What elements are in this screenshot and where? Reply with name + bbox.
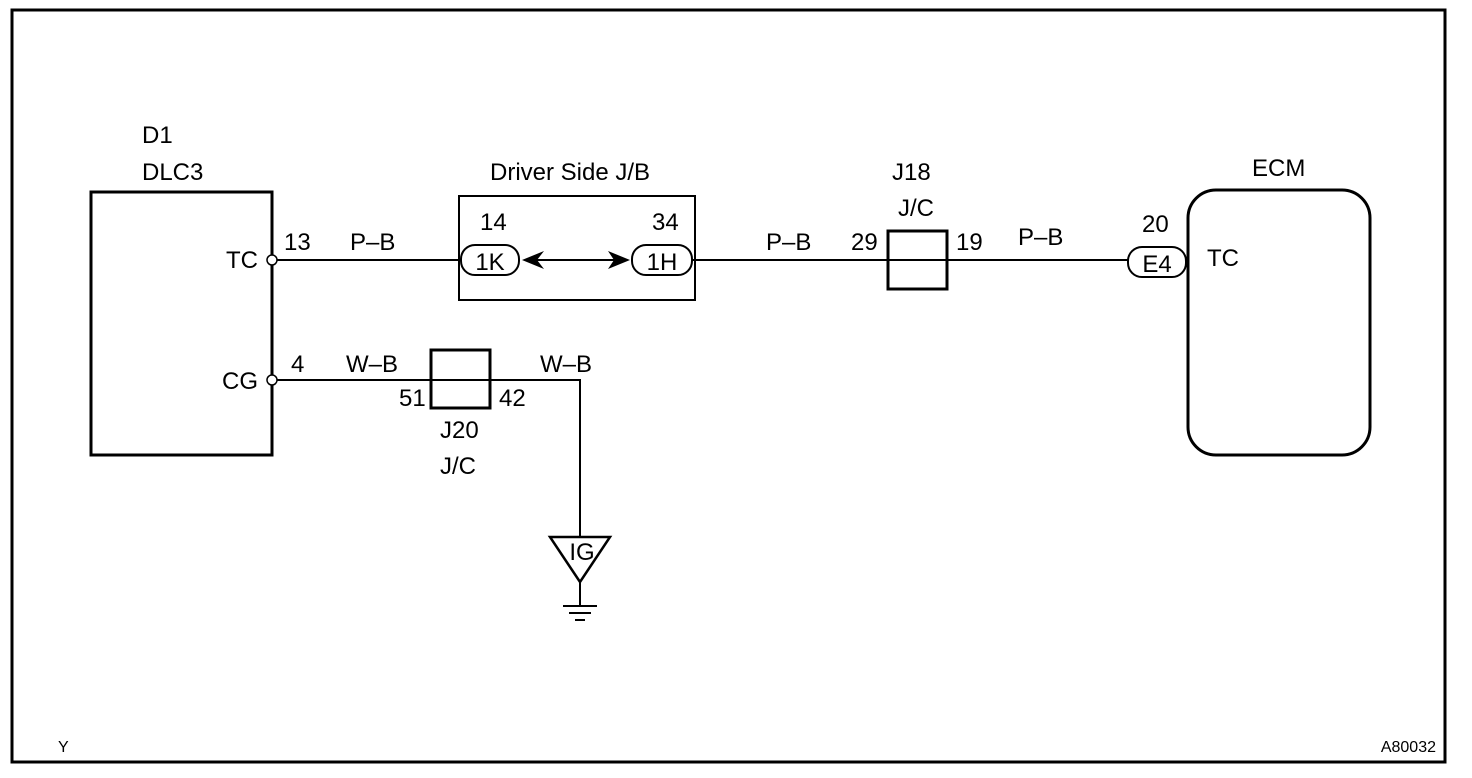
driver-side-jb: Driver Side J/B 14 34 1K 1H [458,159,696,301]
ground-point-icon [547,535,613,585]
wire-cg-pin-number: 4 [291,351,304,378]
connector-e4-label: E4 [1142,251,1171,278]
jb-box [458,195,696,301]
j20-junction: 51 42 J20 J/C [399,348,526,480]
j20-pin-right: 42 [499,385,526,412]
connector-1h-label: 1H [647,249,678,276]
ecm-pin-tc: TC [1207,245,1239,272]
dlc3-code: D1 [142,122,173,149]
jb-title: Driver Side J/B [490,159,650,186]
ecm-box [1186,188,1372,457]
footer-figure-id: A80032 [1381,739,1436,756]
dlc3-name: DLC3 [142,159,203,186]
dlc3-pin-cg: CG [222,368,258,395]
ground-label: IG [569,539,594,566]
connector-1k-label: 1K [475,249,504,276]
connector-1h-arrow-icon [608,251,630,269]
j18-pin-right: 19 [956,229,983,256]
ecm-pin-number: 20 [1142,211,1169,238]
dlc3-pin-tc: TC [226,247,258,274]
wire-cg-j20-ground [490,379,581,537]
ground-ig: IG [547,535,613,621]
jb-pin-right: 34 [652,209,679,236]
dlc3-cg-terminal [266,374,278,386]
wire-tc-color-1: P–B [350,229,395,256]
connector-1k-arrow-icon [522,251,544,269]
wire-tc-color-3: P–B [1018,224,1063,251]
wire-tc-color-2: P–B [766,229,811,256]
connector-e4 [1127,246,1187,278]
j20-type: J/C [440,453,476,480]
j18-junction: J18 J/C 29 19 [851,159,983,291]
dlc3-box [89,190,274,457]
j18-code: J18 [892,159,931,186]
wire-cg-color-2: W–B [540,351,592,378]
ecm-block: ECM 20 E4 TC [1127,155,1372,457]
footer-left-code: Y [58,739,69,756]
ecm-name: ECM [1252,155,1305,182]
jb-pin-left: 14 [480,209,507,236]
wire-tc-pin-number: 13 [284,229,311,256]
j18-type: J/C [898,195,934,222]
j20-code: J20 [440,417,479,444]
dlc3-block: D1 DLC3 TC CG [89,122,278,457]
wire-cg-color-1: W–B [346,351,398,378]
diagram-frame [10,8,1447,764]
j18-pin-left: 29 [851,229,878,256]
connector-1k [460,244,520,276]
j20-pin-left: 51 [399,385,426,412]
dlc3-tc-terminal [266,254,278,266]
